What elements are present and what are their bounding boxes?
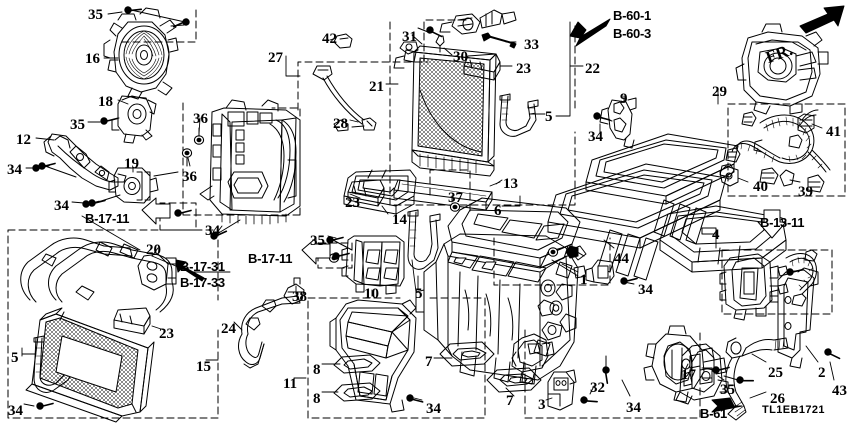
- callout-34[interactable]: 34: [626, 400, 641, 416]
- callout-37[interactable]: 37: [448, 190, 463, 206]
- callout-12[interactable]: 12: [16, 132, 31, 148]
- callout-20[interactable]: 20: [146, 242, 161, 258]
- callout-9[interactable]: 9: [620, 91, 628, 107]
- callout-6[interactable]: 6: [494, 203, 502, 219]
- callout-7[interactable]: 7: [425, 354, 433, 370]
- reference-b-61[interactable]: B-61: [700, 406, 727, 421]
- callout-18[interactable]: 18: [98, 94, 113, 110]
- callout-32[interactable]: 32: [590, 380, 605, 396]
- callout-5[interactable]: 5: [415, 286, 423, 302]
- callout-39[interactable]: 39: [798, 184, 813, 200]
- callout-3[interactable]: 3: [538, 397, 546, 413]
- callout-44[interactable]: 44: [614, 251, 629, 267]
- callout-34[interactable]: 34: [426, 401, 441, 417]
- reference-b-60-3[interactable]: B-60-3: [613, 26, 651, 41]
- callout-36[interactable]: 36: [193, 111, 208, 127]
- callout-7[interactable]: 7: [506, 393, 514, 409]
- callout-5[interactable]: 5: [545, 109, 553, 125]
- callout-15[interactable]: 15: [196, 359, 211, 375]
- callout-43[interactable]: 43: [832, 383, 847, 399]
- callout-8[interactable]: 8: [313, 391, 321, 407]
- callout-35[interactable]: 35: [88, 7, 103, 23]
- callout-34[interactable]: 34: [54, 198, 69, 214]
- callout-16[interactable]: 16: [85, 51, 100, 67]
- callout-8[interactable]: 8: [313, 362, 321, 378]
- callout-30[interactable]: 30: [453, 49, 468, 65]
- callout-23[interactable]: 23: [159, 326, 174, 342]
- reference-b-13-11[interactable]: B-13-11: [760, 215, 805, 230]
- callout-34[interactable]: 34: [205, 223, 220, 239]
- callout-23[interactable]: 23: [345, 195, 360, 211]
- callout-2[interactable]: 2: [818, 365, 826, 381]
- callout-36[interactable]: 36: [182, 169, 197, 185]
- callout-10[interactable]: 10: [364, 286, 379, 302]
- callout-35[interactable]: 35: [310, 233, 325, 249]
- callout-40[interactable]: 40: [753, 179, 768, 195]
- callout-42[interactable]: 42: [322, 31, 337, 47]
- reference-b-17-33[interactable]: B-17-33: [180, 275, 225, 290]
- callout-38[interactable]: 38: [292, 289, 307, 305]
- callout-22[interactable]: 22: [585, 61, 600, 77]
- callout-35[interactable]: 35: [720, 382, 735, 398]
- callout-11[interactable]: 11: [283, 376, 298, 392]
- callout-17[interactable]: 17: [681, 367, 696, 383]
- callout-34[interactable]: 34: [588, 129, 603, 145]
- callout-4[interactable]: 4: [712, 227, 720, 243]
- callout-34[interactable]: 34: [7, 162, 22, 178]
- callout-5[interactable]: 5: [11, 350, 19, 366]
- callout-28[interactable]: 28: [333, 116, 348, 132]
- callout-34[interactable]: 34: [638, 282, 653, 298]
- reference-b-60-1[interactable]: B-60-1: [613, 8, 651, 23]
- reference-b-17-11[interactable]: B-17-11: [85, 211, 130, 226]
- callout-29[interactable]: 29: [712, 84, 727, 100]
- reference-b-17-31[interactable]: B-17-31: [180, 259, 225, 274]
- callout-31[interactable]: 31: [402, 29, 417, 45]
- callout-25[interactable]: 25: [768, 365, 783, 381]
- callout-24[interactable]: 24: [221, 321, 236, 337]
- callout-33[interactable]: 33: [524, 37, 539, 53]
- callout-1[interactable]: 1: [580, 272, 588, 288]
- drawing-number-watermark: TL1EB1721: [762, 404, 825, 416]
- callout-41[interactable]: 41: [826, 124, 841, 140]
- callout-27[interactable]: 27: [268, 50, 283, 66]
- callout-14[interactable]: 14: [392, 212, 407, 228]
- callout-19[interactable]: 19: [124, 156, 139, 172]
- reference-b-17-11[interactable]: B-17-11: [248, 251, 293, 266]
- callout-35[interactable]: 35: [70, 117, 85, 133]
- callout-21[interactable]: 21: [369, 79, 384, 95]
- callout-26[interactable]: 26: [770, 391, 785, 407]
- callout-23[interactable]: 23: [516, 61, 531, 77]
- callout-13[interactable]: 13: [503, 176, 518, 192]
- callout-34[interactable]: 34: [8, 403, 23, 419]
